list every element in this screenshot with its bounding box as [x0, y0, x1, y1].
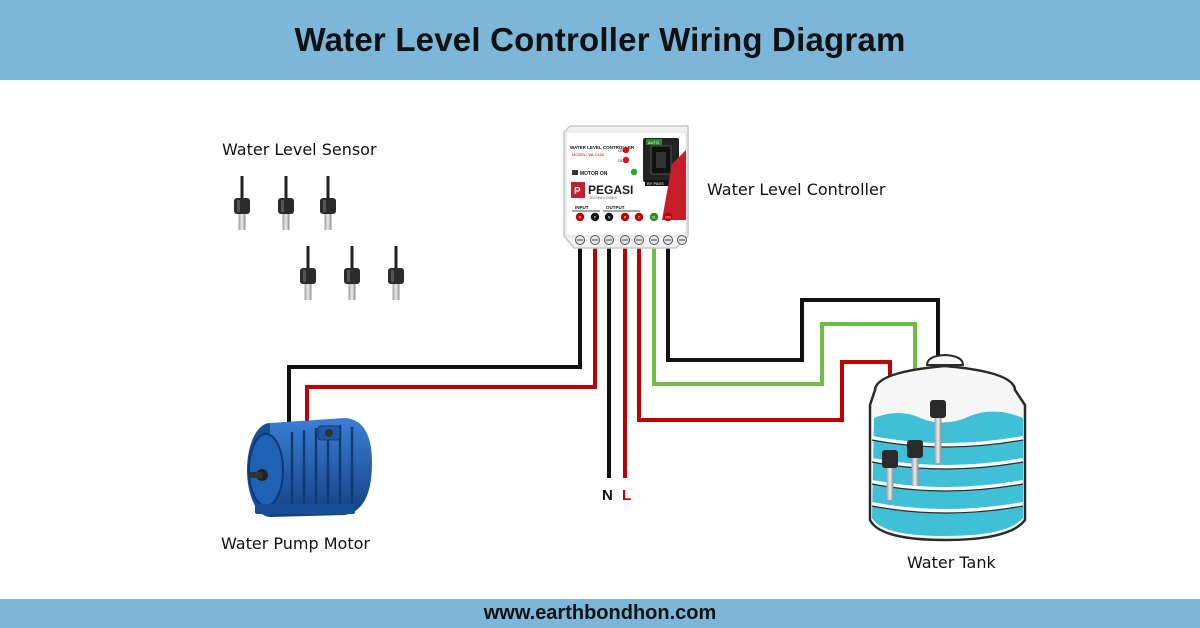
motor-on-led: [630, 168, 638, 176]
wire-sensor-low: [652, 245, 917, 440]
terminal-label: ON: [665, 216, 671, 220]
motor-on-label: MOTOR ON: [580, 171, 608, 177]
motor-icon: [572, 170, 578, 175]
terminal-label: OL: [652, 216, 657, 220]
water-level-controller-label: Water Level Controller: [707, 180, 886, 199]
led-ol-label: OL: [618, 158, 624, 163]
footer-url[interactable]: www.earthbondhon.com: [483, 602, 717, 624]
wire-motor-neutral: [287, 245, 582, 425]
brand-sub: TECHNOLOGIES: [589, 196, 617, 200]
page-title: Water Level Controller Wiring Diagram: [294, 21, 906, 58]
brand-name: PEGASI: [588, 183, 633, 197]
svg-text:P: P: [574, 186, 581, 197]
water-tank: [868, 353, 1027, 542]
sensor-probe: [388, 246, 404, 300]
live-label: L: [622, 487, 632, 504]
footer-bar: www.earthbondhon.com: [0, 599, 1200, 628]
controller-model: MODEL: WLC118: [572, 152, 604, 157]
terminal-label-badge: [604, 212, 614, 222]
terminal-label: N: [579, 216, 582, 220]
auto-label: AUTO: [648, 140, 659, 145]
sensor-probe: [320, 176, 336, 230]
terminal-label: P: [624, 216, 627, 220]
terminal-label-badge: [634, 212, 644, 222]
terminal-label-badge: [575, 212, 585, 222]
terminal-label-badge: [620, 212, 630, 222]
water-level-sensors: [234, 176, 404, 300]
water-pump-motor: [247, 418, 372, 517]
controller-panel-title: WATER LEVEL CONTROLLER: [570, 145, 635, 150]
screw-terminals: [575, 235, 687, 245]
wire-sensor-high: [666, 245, 940, 400]
bypass-label: BY PASS: [647, 181, 664, 186]
brand-logo: [571, 182, 585, 198]
terminal-label-badge: [590, 212, 600, 222]
led-on-label: ON: [618, 148, 624, 153]
output-label: OUTPUT: [606, 205, 625, 210]
tank-probe-common: [882, 450, 898, 500]
terminal-label: N: [608, 216, 611, 220]
terminal-labels: N P N P C OL ON: [575, 212, 673, 222]
water-level-controller: WATER LEVEL CONTROLLER MODEL: WLC118 ON …: [563, 125, 689, 249]
sensor-probe: [300, 246, 316, 300]
sensor-probe: [278, 176, 294, 230]
water-level-sensor-label: Water Level Sensor: [222, 140, 377, 159]
wire-sensor-common: [637, 245, 892, 450]
terminal-label: C: [638, 216, 641, 220]
tank-probe-low: [907, 440, 923, 486]
wires: [287, 245, 940, 478]
terminal-label-badge: [663, 212, 673, 222]
water-pump-motor-label: Water Pump Motor: [221, 534, 370, 553]
terminal-label: P: [594, 216, 597, 220]
terminal-label-badge: [649, 212, 659, 222]
sensor-probe: [234, 176, 250, 230]
led-ol: [622, 156, 630, 164]
led-on: [622, 146, 630, 154]
tank-probe-high: [930, 400, 946, 463]
water-tank-label: Water Tank: [907, 553, 996, 572]
title-bar: Water Level Controller Wiring Diagram: [0, 0, 1200, 80]
sensor-probe: [344, 246, 360, 300]
input-label: INPUT: [575, 205, 589, 210]
neutral-label: N: [602, 487, 613, 504]
wire-motor-live: [305, 245, 597, 425]
